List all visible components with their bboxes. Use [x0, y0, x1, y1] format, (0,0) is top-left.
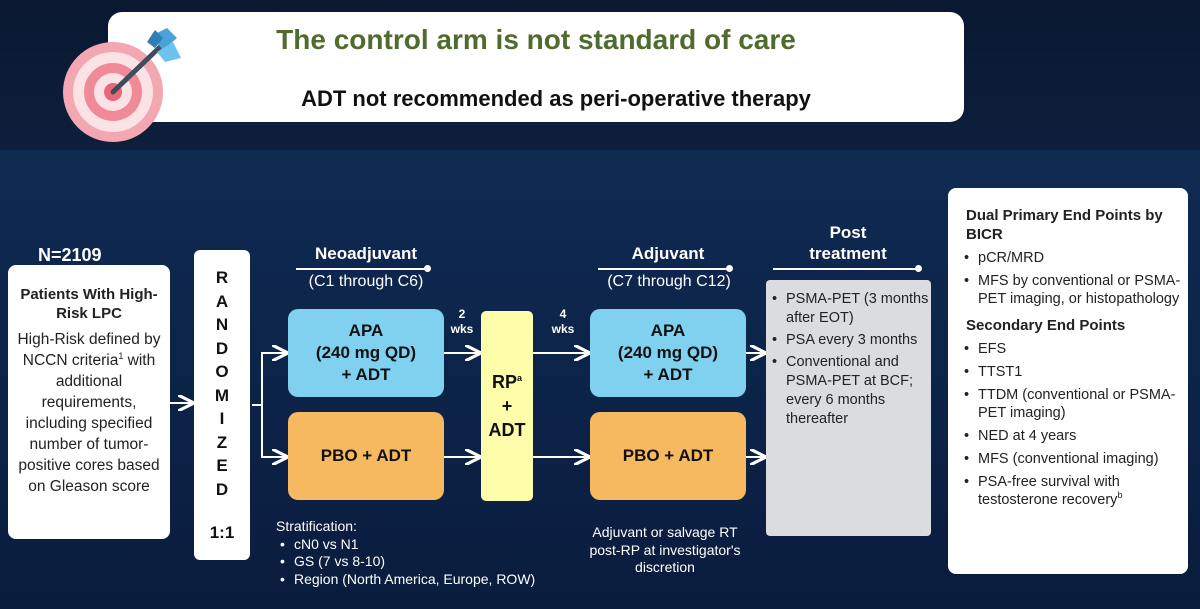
post-treatment-box: PSMA-PET (3 months after EOT) PSA every … [766, 280, 931, 536]
footnote-1: 1 [118, 350, 124, 361]
gap-before-rp-label: 2 wks [447, 307, 477, 337]
title-banner: The control arm is not standard of care … [108, 12, 964, 122]
apa-adt: + ADT [643, 365, 693, 384]
randomized-letter: O [215, 362, 229, 381]
randomized-letter: A [215, 291, 229, 311]
neoadjuvant-underline-dot [424, 265, 431, 272]
secondary-endpoints-header: Secondary End Points [966, 317, 1126, 334]
patients-box: Patients With High-Risk LPC High-Risk de… [8, 265, 170, 539]
neoadjuvant-pbo-box: PBO + ADT [288, 412, 444, 500]
banner-subtitle: ADT not recommended as peri-operative th… [301, 86, 811, 111]
post-item: Conventional and PSMA-PET at BCF; every … [766, 353, 931, 429]
neoadjuvant-underline [296, 268, 426, 270]
post-header-line1: Post [829, 223, 867, 242]
endpoint-item: MFS by conventional or PSMA-PET imaging,… [948, 272, 1188, 308]
primary-endpoints-list: pCR/MRD MFS by conventional or PSMA-PET … [948, 249, 1188, 308]
footnote-b: b [1117, 490, 1123, 501]
secondary-endpoints-list: EFS TTST1 TTDM (conventional or PSMA-PET… [948, 340, 1188, 509]
neoadjuvant-cycles: (C1 through C6) [308, 273, 424, 290]
stratification: Stratification: cN0 vs N1 GS (7 vs 8-10)… [276, 518, 535, 588]
enrollment-count: N=2109 [38, 245, 102, 265]
primary-endpoints-header: Dual Primary End Points by BICR [966, 207, 1163, 243]
surgery-box: RPa + ADT [481, 311, 533, 501]
endpoint-item: NED at 4 years [948, 427, 1188, 445]
post-item: PSA every 3 months [766, 331, 931, 350]
stratification-header: Stratification: [276, 518, 357, 534]
randomized-letter: M [214, 385, 230, 405]
apa-label: APA [650, 321, 686, 340]
surgery-rp-text: RP [491, 372, 517, 392]
surgery-adt: ADT [488, 420, 526, 440]
randomized-letter: I [219, 409, 225, 428]
patients-title: Patients With High-Risk LPC [20, 286, 158, 322]
randomized-letter: N [215, 315, 229, 334]
randomized-letter: R [215, 268, 229, 287]
stratification-item: Region (North America, Europe, ROW) [276, 571, 535, 589]
endpoints-box: Dual Primary End Points by BICR pCR/MRD … [948, 188, 1188, 574]
stratification-item: GS (7 vs 8-10) [276, 553, 535, 571]
endpoint-item: MFS (conventional imaging) [948, 450, 1188, 468]
arrow-randomized-to-pbo [261, 405, 286, 457]
post-underline-dot [915, 265, 922, 272]
rt-note: Adjuvant or salvage RT post-RP at invest… [589, 524, 741, 575]
apa-dose: (240 mg QD) [617, 343, 719, 362]
post-item: PSMA-PET (3 months after EOT) [766, 290, 931, 328]
apa-label: APA [348, 321, 384, 340]
surgery-plus: + [501, 396, 513, 416]
stratification-item: cN0 vs N1 [276, 536, 535, 554]
endpoint-item: EFS [948, 340, 1188, 358]
neoadjuvant-header: Neoadjuvant [314, 244, 418, 263]
endpoint-item: TTDM (conventional or PSMA-PET imaging) [948, 386, 1188, 422]
adjuvant-cycles: (C7 through C12) [607, 273, 731, 290]
post-header-line2: treatment [809, 244, 887, 263]
surgery-rp: RPa [492, 370, 522, 394]
randomized-letter: E [216, 456, 228, 475]
criteria-text-cont: with additional requirements, including … [18, 352, 160, 495]
endpoint-item-last: PSA-free survival with testosterone reco… [948, 473, 1188, 509]
target-dart-icon [63, 28, 181, 142]
endpoint-item: pCR/MRD [948, 249, 1188, 267]
footnote-a: a [517, 373, 523, 383]
adjuvant-header: Adjuvant [631, 244, 705, 263]
banner-title: The control arm is not standard of care [276, 24, 796, 55]
post-treatment-list: PSMA-PET (3 months after EOT) PSA every … [766, 290, 931, 429]
last-endpoint-text: PSA-free survival with testosterone reco… [978, 474, 1120, 508]
gap-after-rp-unit: wks [551, 322, 575, 336]
randomized-letter: D [215, 338, 229, 358]
apa-adt: + ADT [341, 365, 391, 384]
apa-dose: (240 mg QD) [315, 343, 417, 362]
adjuvant-underline [598, 268, 728, 270]
gap-before-rp-unit: wks [450, 322, 474, 336]
pbo-label: PBO + ADT [622, 446, 714, 465]
gap-after-rp-label: 4 wks [548, 307, 578, 337]
adjuvant-pbo-box: PBO + ADT [590, 412, 746, 500]
pbo-label: PBO + ADT [320, 446, 412, 465]
randomized-letter: D [215, 479, 229, 499]
randomization-ratio: 1:1 [209, 523, 235, 542]
gap-after-rp-number: 4 [559, 307, 567, 321]
stratification-list: cN0 vs N1 GS (7 vs 8-10) Region (North A… [276, 536, 535, 589]
randomized-letter: Z [216, 432, 228, 452]
post-treatment-header: Post treatment [790, 222, 906, 264]
arrow-randomized-to-apa [252, 353, 286, 406]
post-underline [773, 268, 917, 270]
gap-before-rp-number: 2 [458, 307, 466, 321]
neoadjuvant-apa-box: APA (240 mg QD) + ADT [288, 309, 444, 397]
adjuvant-underline-dot [726, 265, 733, 272]
adjuvant-apa-box: APA (240 mg QD) + ADT [590, 309, 746, 397]
patients-criteria: High-Risk defined by NCCN criteria1 with… [8, 329, 170, 497]
criteria-text: High-Risk defined by NCCN criteria [17, 331, 161, 369]
endpoint-item: TTST1 [948, 363, 1188, 381]
